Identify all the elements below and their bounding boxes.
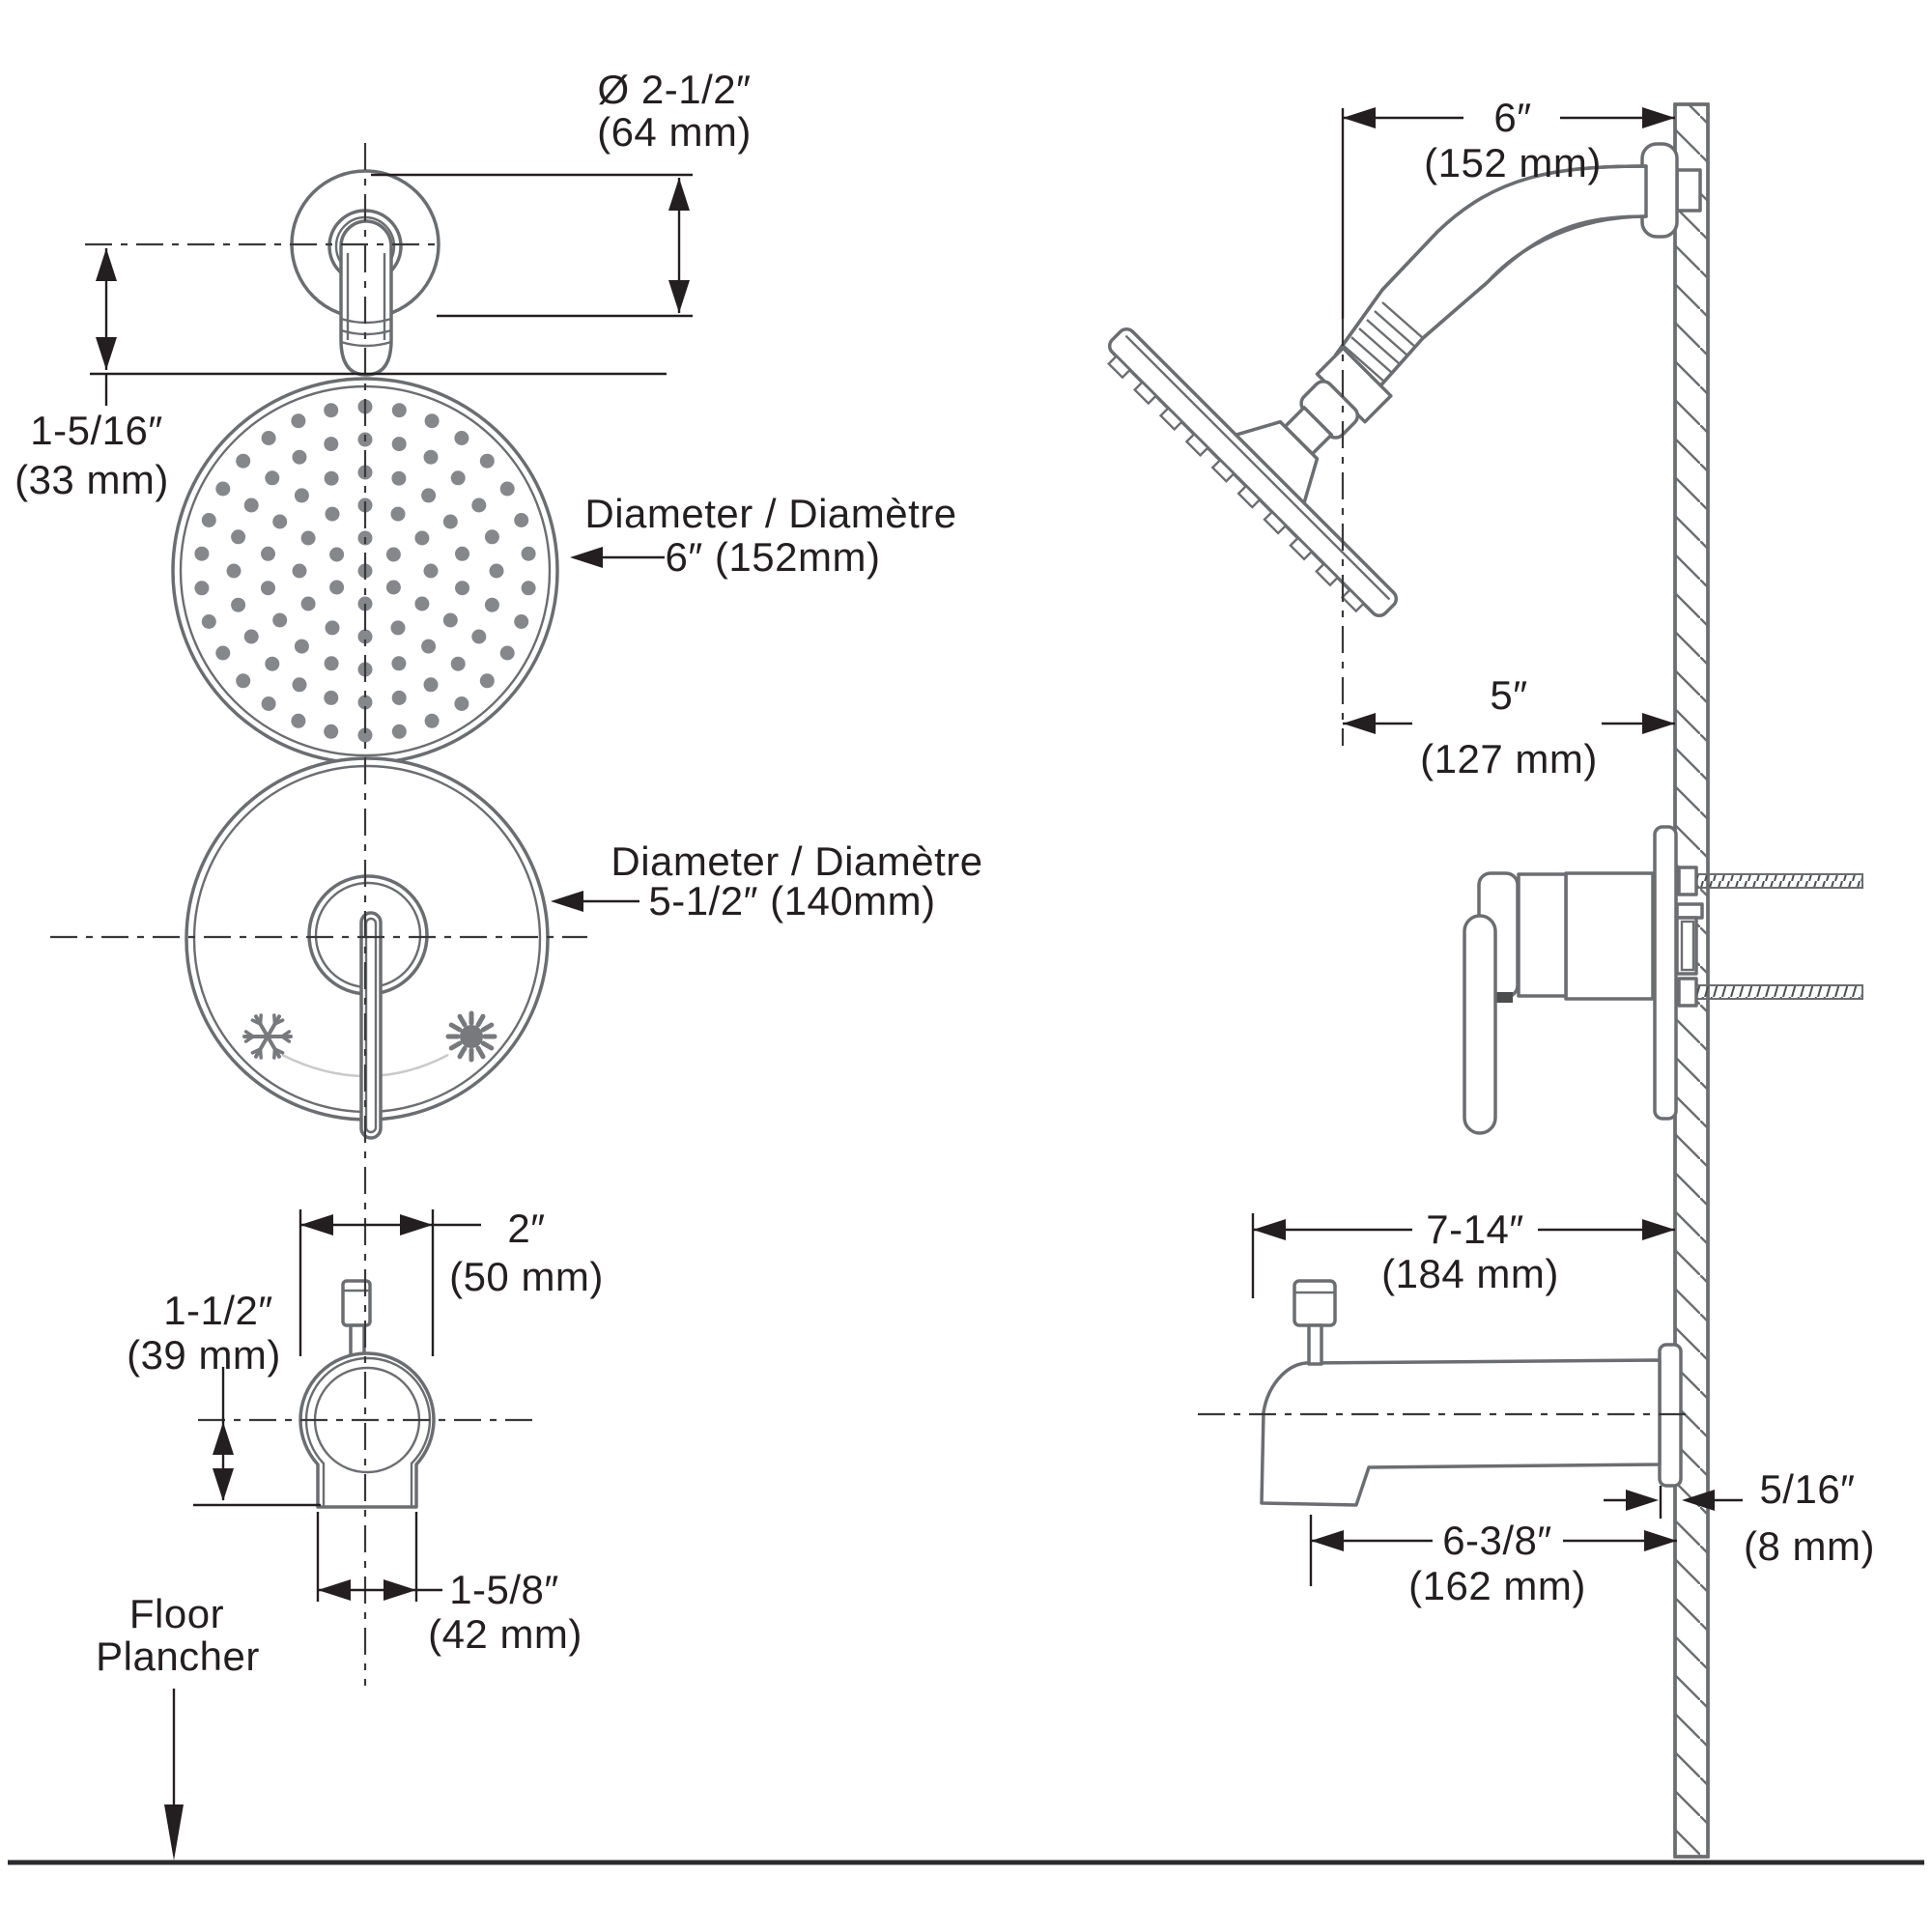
spray-nozzle-tabs (1107, 355, 1366, 613)
head-plate-side (1107, 327, 1399, 618)
centerlines (50, 143, 1692, 1686)
dimension-spout-drop: 1-1/2″ (39 mm) (127, 1288, 321, 1507)
valve-trim-front (185, 756, 550, 1140)
bolt-shaft-top (1695, 873, 1863, 889)
dimension-label: (162 mm) (1408, 1563, 1586, 1608)
dimension-label: 1-5/16″ (30, 408, 162, 453)
dimension-arm-reach: 6″ (152 mm) (1341, 95, 1675, 319)
dimension-label: (64 mm) (597, 109, 752, 155)
bolt-shaft-bottom (1695, 984, 1863, 1000)
arm-wall-fitting (1675, 168, 1702, 213)
shower-arm-side (1334, 142, 1702, 392)
snowflake-icon (242, 1013, 293, 1060)
valve-sleeve-side (1564, 871, 1655, 1001)
dimension-label: Diameter / Diamètre (611, 838, 982, 884)
front-view (171, 169, 559, 1509)
shower-head-front (171, 377, 559, 765)
handle-set-screw (1495, 992, 1513, 1003)
valve-side (1463, 825, 1863, 1135)
dimension-label: Diameter / Diamètre (584, 491, 956, 536)
dimension-label: (50 mm) (449, 1254, 604, 1299)
dimension-head-diameter: Diameter / Diamètre 6″ (152mm) (570, 491, 956, 580)
bolt-head-top (1677, 866, 1698, 896)
floor-label: Floor (129, 1591, 224, 1636)
dimension-spout-width: 2″ (50 mm) (298, 1206, 604, 1356)
dimension-valve-projection: 7-14″ (184 mm) (1251, 1207, 1675, 1298)
diverter-knob-side (1293, 1279, 1337, 1327)
sun-icon (445, 1010, 497, 1063)
dimension-flange-diameter: Ø 2-1/2″ (64 mm) (371, 67, 752, 318)
dimension-label: 5″ (1490, 672, 1527, 718)
dimension-label: (8 mm) (1744, 1523, 1875, 1569)
dimension-spout-reach: 6-3/8″ (162 mm) (1309, 1515, 1677, 1608)
side-view (1107, 102, 1863, 1859)
valve-escutcheon-side (1653, 825, 1678, 1121)
dimension-label: 5-1/2″ (140mm) (648, 878, 935, 923)
spout-body-side (1260, 1358, 1662, 1507)
valve-handle-side (1463, 914, 1497, 1135)
dimension-label: (152 mm) (1424, 140, 1602, 185)
dimension-valve-diameter: Diameter / Diamètre 5-1/2″ (140mm) (551, 838, 982, 923)
dimension-label: 2″ (507, 1206, 545, 1251)
dimension-label: 6-3/8″ (1442, 1518, 1552, 1563)
dimension-label: (39 mm) (127, 1332, 281, 1378)
dimension-label: 1-5/8″ (449, 1567, 559, 1612)
dimension-spout-outlet: 1-5/8″ (42 mm) (316, 1512, 582, 1657)
diverter-stem-side (1307, 1323, 1323, 1366)
floor-label: Plancher (96, 1634, 260, 1679)
dimension-label: (184 mm) (1381, 1251, 1559, 1296)
dimension-head-offset: 5″ (127 mm) (1343, 672, 1675, 781)
dimension-label: (127 mm) (1420, 736, 1598, 781)
dimension-label: (42 mm) (428, 1611, 582, 1657)
spray-nozzle-dots (194, 399, 536, 743)
dimension-label: Ø 2-1/2″ (598, 67, 752, 112)
dimension-flange-depth: 5/16″ (8 mm) (1604, 1466, 1875, 1569)
tub-spout-front (298, 1279, 436, 1509)
valve-mid-side (1517, 872, 1568, 998)
dimension-arm-offset: 1-5/16″ (33 mm) (14, 248, 667, 502)
floor-callout: Floor Plancher (96, 1591, 260, 1861)
spout-body-front (298, 1351, 436, 1509)
bolt-head-bottom (1677, 977, 1698, 1008)
dimension-label: 5/16″ (1759, 1466, 1855, 1512)
dimension-label: 7-14″ (1426, 1207, 1523, 1252)
dimension-label: 6″ (1493, 95, 1531, 140)
dimension-label: 6″ (152mm) (666, 534, 881, 580)
dimension-label: (33 mm) (14, 457, 169, 502)
tub-spout-side (1260, 1279, 1683, 1507)
dimension-label: 1-1/2″ (163, 1288, 273, 1333)
